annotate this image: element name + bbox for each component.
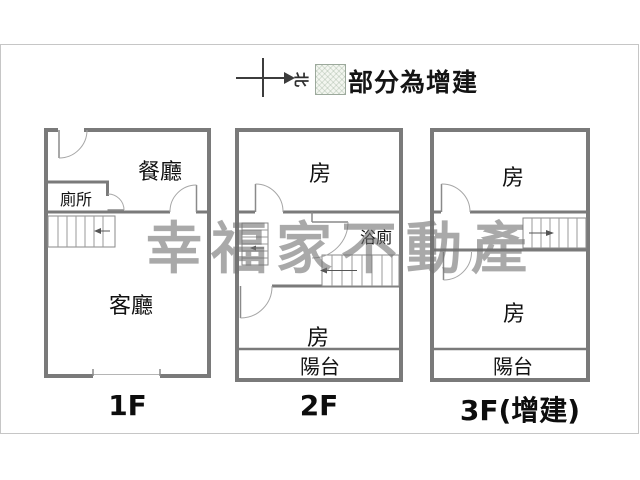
room-label-3f-bottom: 房 xyxy=(502,302,526,327)
door-arc-2f-bath xyxy=(311,212,349,259)
door-arc-3f-bottom-room xyxy=(442,251,472,281)
room-label-2f-top: 房 xyxy=(308,162,332,187)
door-arc-2f-top-room xyxy=(254,183,284,213)
north-arrow-shaft xyxy=(236,77,286,79)
floor-2f-walls xyxy=(235,128,403,382)
door-arc-1f-top xyxy=(58,129,88,159)
legend-addition-label: 部分為增建 xyxy=(348,68,479,97)
door-arc-3f-top-room xyxy=(440,183,471,213)
floor-name-2f: 2F xyxy=(299,389,339,422)
north-label: 北 xyxy=(292,71,311,88)
door-arc-2f-bottom-room xyxy=(239,285,273,319)
stairs-1f xyxy=(47,215,116,248)
stairs-2f xyxy=(320,254,400,287)
floor-plan-1f: 餐廳 廁所 客廳 xyxy=(44,128,211,378)
floor-name-3f: 3F(增建) xyxy=(459,394,581,427)
north-arrow-cross xyxy=(262,58,264,97)
room-label-living: 客廳 xyxy=(108,294,154,319)
stairs-2f-landing xyxy=(241,222,269,266)
north-arrow-head xyxy=(284,72,295,84)
floor-3f-walls xyxy=(430,128,590,382)
room-label-dining: 餐廳 xyxy=(137,160,183,185)
room-label-toilet: 廁所 xyxy=(59,190,93,209)
floor-plan-3f: 房 房 陽台 xyxy=(430,128,590,382)
room-label-3f-top: 房 xyxy=(501,166,525,191)
floor-1f-walls xyxy=(44,128,211,378)
door-arc-1f-dining xyxy=(169,184,198,213)
floor-name-1f: 1F xyxy=(108,389,147,422)
room-label-3f-balcony: 陽台 xyxy=(493,354,533,379)
floor-plan-2f: 房 浴廁 房 陽台 xyxy=(235,128,403,382)
room-label-2f-balcony: 陽台 xyxy=(300,354,340,379)
stairs-3f xyxy=(522,217,587,249)
door-arc-1f-toilet xyxy=(107,193,125,211)
room-label-2f-bath: 浴廁 xyxy=(359,228,393,247)
room-label-2f-bottom: 房 xyxy=(306,326,330,351)
north-arrow-icon: 北 xyxy=(236,57,316,99)
addition-swatch xyxy=(315,64,346,95)
